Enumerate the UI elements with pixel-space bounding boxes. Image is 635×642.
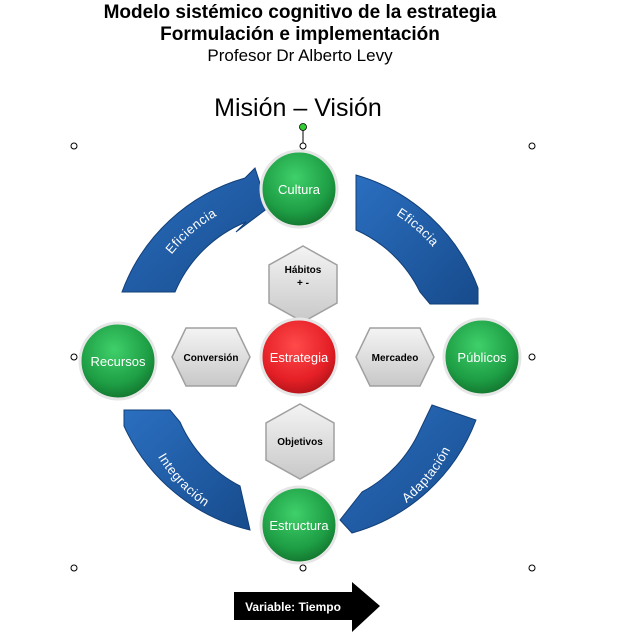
resize-handle-tl[interactable] xyxy=(70,142,78,150)
time-arrow: Variable: Tiempo xyxy=(234,582,380,632)
node-estrategia: Estrategia xyxy=(259,317,339,397)
arc-arrow-top-left: Eficiencia xyxy=(121,167,269,293)
arc-arrow-bottom-right: Adaptación xyxy=(339,404,477,534)
resize-handle-t[interactable] xyxy=(299,142,307,150)
hexagon-mercadeo-label: Mercadeo xyxy=(372,353,419,364)
hexagon-mercadeo: Mercadeo xyxy=(355,327,435,387)
time-arrow-label: Variable: Tiempo xyxy=(245,600,341,614)
node-publicos-label: Públicos xyxy=(457,350,507,365)
node-publicos: Públicos xyxy=(442,317,522,397)
node-estrategia-label: Estrategia xyxy=(270,350,329,365)
rotation-handle[interactable] xyxy=(299,123,307,131)
resize-handle-bl[interactable] xyxy=(70,564,78,572)
title-block: Modelo sistémico cognitivo de la estrate… xyxy=(0,2,600,66)
node-cultura: Cultura xyxy=(259,149,339,229)
resize-handle-tr[interactable] xyxy=(528,142,536,150)
diagram-subtitle: Formulación e implementación xyxy=(160,24,440,45)
node-estructura: Estructura xyxy=(259,485,339,565)
hexagon-habitos-sign: + - xyxy=(297,278,309,289)
hexagon-objetivos-label: Objetivos xyxy=(277,437,323,448)
hexagon-conversion: Conversión xyxy=(171,327,251,387)
hexagon-objetivos: Objetivos xyxy=(265,403,335,480)
resize-handle-l[interactable] xyxy=(70,353,78,361)
node-cultura-label: Cultura xyxy=(278,182,321,197)
hexagon-habitos: Hábitos + - xyxy=(268,245,338,323)
arc-arrow-top-right: Eficacia xyxy=(355,174,479,305)
node-recursos-label: Recursos xyxy=(91,354,146,369)
hexagon-habitos-label: Hábitos xyxy=(285,265,322,276)
node-recursos: Recursos xyxy=(78,321,158,401)
node-estructura-label: Estructura xyxy=(269,518,329,533)
diagram-title: Modelo sistémico cognitivo de la estrate… xyxy=(103,2,497,23)
resize-handle-r[interactable] xyxy=(528,353,536,361)
resize-handle-br[interactable] xyxy=(528,564,536,572)
resize-handle-b[interactable] xyxy=(299,564,307,572)
hexagon-conversion-label: Conversión xyxy=(183,353,238,364)
arc-arrow-bottom-left: Integración xyxy=(123,409,251,531)
mission-vision-label: Misión – Visión xyxy=(214,94,382,122)
author-credit: Profesor Dr Alberto Levy xyxy=(207,46,393,65)
